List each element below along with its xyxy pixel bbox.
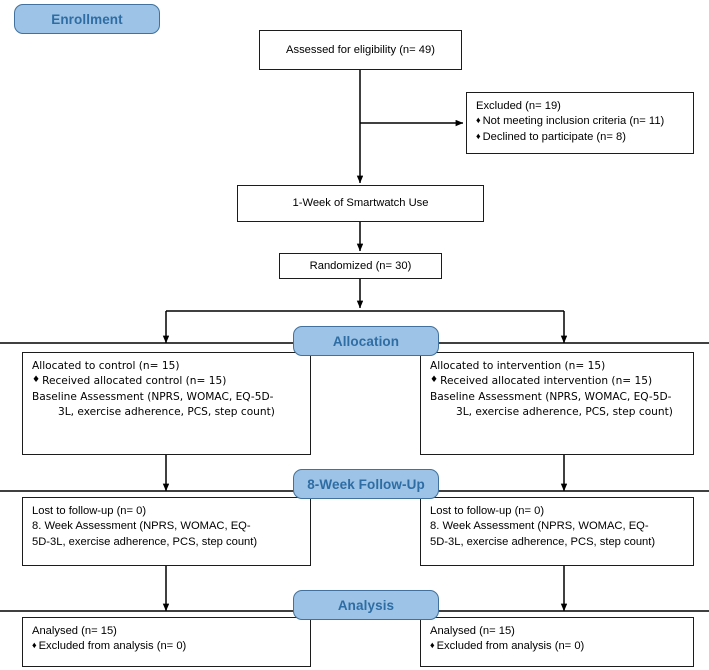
followup-intervention-line1: Lost to follow-up (n= 0) [430,505,545,517]
node-excluded: Excluded (n= 19) ♦Not meeting inclusion … [466,92,694,154]
alloc-control-assessment-line2: 3L, exercise adherence, PCS, step count) [58,406,275,419]
analysis-intervention-heading: Analysed (n= 15) [430,625,515,637]
alloc-intervention-heading: Allocated to intervention (n= 15) [430,360,606,372]
excluded-item-1: ♦Declined to participate (n= 8) [476,130,684,145]
stage-pill-followup: 8-Week Follow-Up [293,469,439,499]
node-allocated-control: Allocated to control (n= 15) ♦Received a… [22,352,311,455]
bullet-glyph: ♦ [476,130,481,141]
analysis-control-bullet: ♦Excluded from analysis (n= 0) [32,639,301,654]
node-analysis-intervention: Analysed (n= 15) ♦Excluded from analysis… [420,617,694,667]
alloc-control-heading: Allocated to control (n= 15) [32,360,180,372]
stage-pill-allocation: Allocation [293,326,439,356]
followup-control-line3: 5D-3L, exercise adherence, PCS, step cou… [32,535,258,548]
assessed-text: Assessed for eligibility (n= 49) [286,43,435,56]
node-assessed-for-eligibility: Assessed for eligibility (n= 49) [259,30,462,70]
followup-control-line2: 8. Week Assessment (NPRS, WOMAC, EQ- [32,520,251,533]
node-randomized: Randomized (n= 30) [279,253,442,279]
excluded-heading: Excluded (n= 19) [476,100,561,112]
node-smartwatch-use: 1-Week of Smartwatch Use [237,185,484,222]
followup-intervention-line3: 5D-3L, exercise adherence, PCS, step cou… [430,535,656,548]
stage-label-analysis: Analysis [337,597,395,613]
alloc-control-bullet: ♦Received allocated control (n= 15) [32,374,301,389]
excluded-item-1-text: Declined to participate (n= 8) [482,130,626,143]
followup-intervention-line2: 8. Week Assessment (NPRS, WOMAC, EQ- [430,520,649,533]
alloc-intervention-assessment-line1: Baseline Assessment (NPRS, WOMAC, EQ-5D- [430,390,672,403]
analysis-control-bullet-text: Excluded from analysis (n= 0) [38,640,187,653]
bullet-glyph: ♦ [476,115,481,126]
bullet-glyph: ♦ [32,374,41,385]
alloc-control-assessment-line1: Baseline Assessment (NPRS, WOMAC, EQ-5D- [32,390,274,403]
smartwatch-text: 1-Week of Smartwatch Use [292,197,429,210]
analysis-intervention-bullet: ♦Excluded from analysis (n= 0) [430,639,684,654]
stage-pill-enrollment: Enrollment [14,4,160,34]
stage-label-enrollment: Enrollment [51,11,123,27]
stage-label-allocation: Allocation [332,333,400,349]
bullet-glyph: ♦ [430,374,439,385]
analysis-intervention-bullet-text: Excluded from analysis (n= 0) [436,640,585,653]
analysis-control-heading: Analysed (n= 15) [32,625,117,637]
node-allocated-intervention: Allocated to intervention (n= 15) ♦Recei… [420,352,694,455]
randomized-text: Randomized (n= 30) [309,259,412,272]
excluded-item-0: ♦Not meeting inclusion criteria (n= 11) [476,114,684,129]
node-followup-control: Lost to follow-up (n= 0) 8. Week Assessm… [22,497,311,566]
followup-control-line1: Lost to follow-up (n= 0) [32,505,147,517]
stage-pill-analysis: Analysis [293,590,439,620]
stage-label-followup: 8-Week Follow-Up [307,476,425,492]
bullet-glyph: ♦ [32,640,37,651]
bullet-glyph: ♦ [430,640,435,651]
excluded-item-0-text: Not meeting inclusion criteria (n= 11) [482,115,665,128]
alloc-intervention-bullet-text: Received allocated intervention (n= 15) [440,375,653,388]
alloc-control-bullet-text: Received allocated control (n= 15) [42,375,227,388]
node-followup-intervention: Lost to follow-up (n= 0) 8. Week Assessm… [420,497,694,566]
alloc-intervention-assessment-line2: 3L, exercise adherence, PCS, step count) [456,406,673,419]
node-analysis-control: Analysed (n= 15) ♦Excluded from analysis… [22,617,311,667]
alloc-intervention-bullet: ♦Received allocated intervention (n= 15) [430,374,684,389]
